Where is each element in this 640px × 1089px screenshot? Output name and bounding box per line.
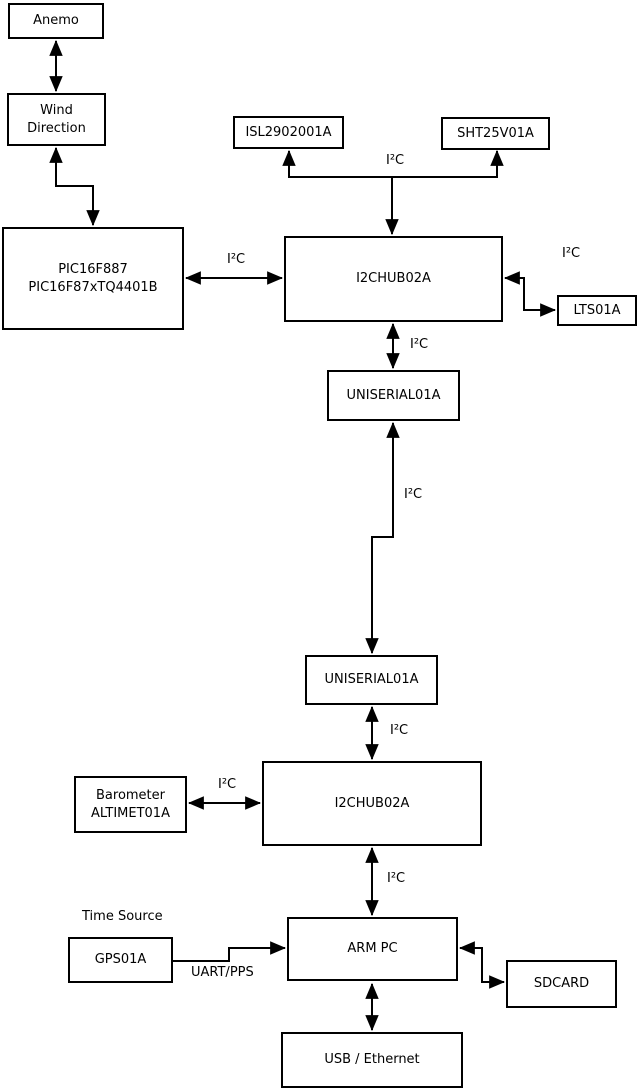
node-i2chub02a-bottom: I2CHUB02A — [262, 761, 482, 846]
edge-uniserial1-uniserial2 — [365, 421, 400, 655]
node-uniserial01a-lower: UNISERIAL01A — [305, 655, 438, 705]
node-pic16f887: PIC16F887 PIC16F87xTQ4401B — [2, 227, 184, 330]
label-uart-pps: UART/PPS — [191, 965, 254, 980]
node-sdcard: SDCARD — [506, 960, 617, 1008]
node-arm-pc: ARM PC — [287, 917, 458, 981]
node-anemo: Anemo — [8, 3, 104, 39]
label-i2c-hub2-armpc: I²C — [387, 871, 406, 886]
edge-armpc-sdcard — [458, 941, 506, 989]
label-i2c-uniserial-link: I²C — [404, 487, 423, 502]
node-isl2902001a: ISL2902001A — [233, 116, 344, 149]
label-i2c-hub1-lts: I²C — [562, 246, 581, 261]
edge-winddirection-pic — [49, 146, 100, 227]
edge-gps-armpc — [173, 941, 287, 962]
node-sht25v01a: SHT25V01A — [441, 117, 550, 150]
node-gps01a: GPS01A — [68, 937, 173, 983]
node-wind-direction: Wind Direction — [7, 93, 106, 146]
label-i2c-bus-isl-sht: I²C — [386, 153, 405, 168]
label-time-source: Time Source — [82, 909, 163, 924]
node-uniserial01a-upper: UNISERIAL01A — [327, 370, 460, 421]
label-i2c-uniserial2-hub2: I²C — [390, 723, 409, 738]
label-i2c-hub1-uniserial1: I²C — [410, 337, 429, 352]
label-i2c-pic-hub1: I²C — [227, 252, 246, 267]
label-i2c-barometer-hub2: I²C — [218, 777, 237, 792]
node-barometer-altimet01a: Barometer ALTIMET01A — [74, 776, 187, 833]
edge-hub1-lts — [503, 271, 557, 317]
node-i2chub02a-top: I2CHUB02A — [284, 236, 503, 322]
node-lts01a: LTS01A — [557, 295, 637, 326]
node-usb-ethernet: USB / Ethernet — [281, 1032, 463, 1088]
